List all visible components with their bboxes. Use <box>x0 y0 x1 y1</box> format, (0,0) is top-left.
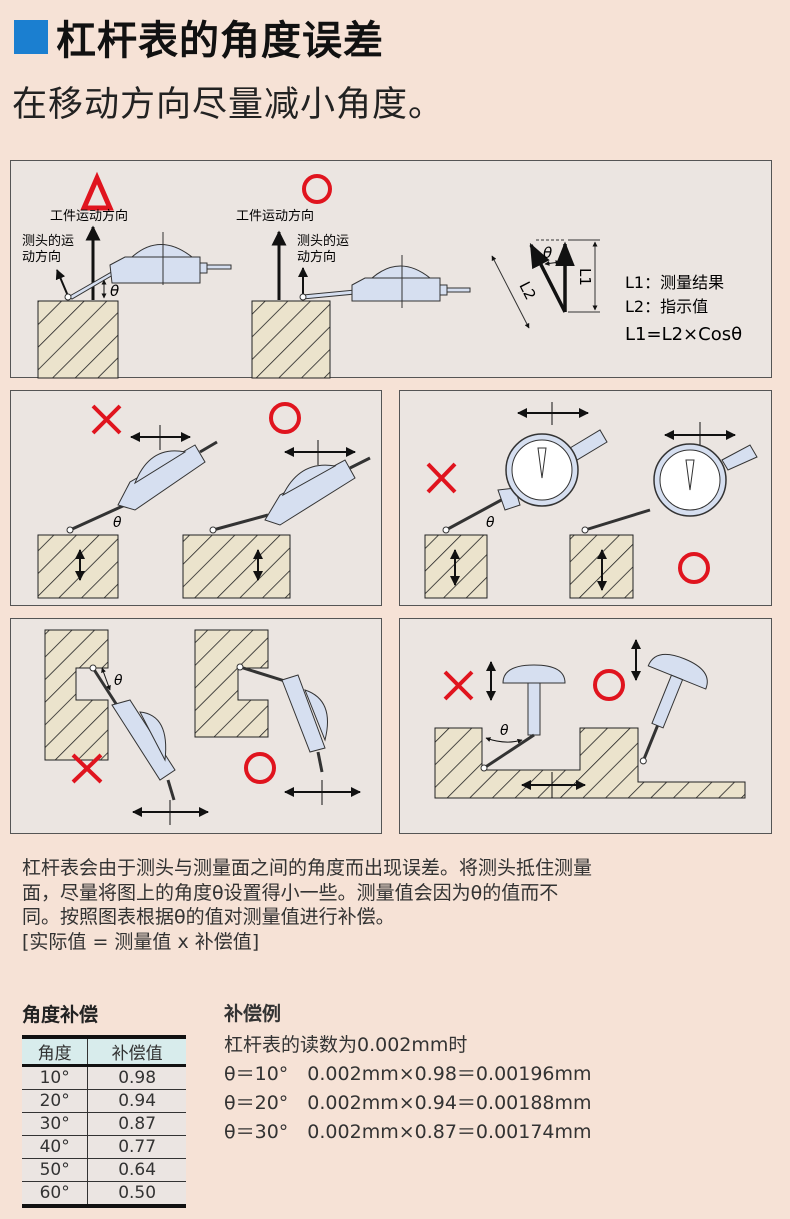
workpiece-direction-label: 工件运动方向 <box>236 208 314 224</box>
workpiece-block <box>44 629 109 761</box>
theta-label: θ <box>113 515 122 531</box>
description: 杠杆表会由于测头与测量面之间的角度而出现误差。将测头抵住测量 面，尽量将图上的角… <box>22 856 722 954</box>
table-title: 角度补偿 <box>22 1004 99 1026</box>
compensation-table: 角度 补偿值 10°0.98 20°0.94 30°0.87 40°0.77 5… <box>22 1035 186 1208</box>
circle-mark-icon <box>678 552 710 584</box>
cross-mark-icon <box>443 670 474 701</box>
panel-angle-comparison: 工件运动方向 测头的运 动方向 θ 工件运动方向 测头的运 动方向 <box>10 160 772 379</box>
description-line: [实际值 = 测量值 x 补偿值] <box>22 930 260 953</box>
lever-indicator <box>64 232 232 301</box>
probe-direction-label: 测头的运 <box>297 233 349 249</box>
value-cell: 0.50 <box>87 1181 186 1206</box>
lever-indicator <box>66 440 218 534</box>
probe-direction-label-2: 动方向 <box>297 249 336 265</box>
compensation-example: 补偿例 杠杆表的读数为0.002mm时 θ＝10° 0.002mm×0.98＝0… <box>224 1000 592 1147</box>
workpiece-block <box>37 300 119 379</box>
table-row: 40°0.77 <box>22 1135 186 1159</box>
column-header: 角度 <box>22 1037 88 1067</box>
probe-direction-label: 测头的运 <box>22 233 74 249</box>
plunger-indicator <box>480 664 566 772</box>
description-line: 同。按照图表根据θ的值对测量值进行补偿。 <box>22 906 395 928</box>
table-row: 10°0.98 <box>22 1065 186 1090</box>
table-row: 60°0.50 <box>22 1181 186 1206</box>
workpiece-block <box>434 727 746 799</box>
panel-groove-measurement: θ <box>10 618 382 834</box>
plunger-indicator <box>639 653 708 765</box>
legend-l1: L1：测量结果 <box>625 273 724 292</box>
title-square-icon <box>14 20 48 54</box>
angle-cell: 30° <box>22 1112 88 1136</box>
table-row: 50°0.64 <box>22 1158 186 1182</box>
diagrams: 工件运动方向 测头的运 动方向 θ 工件运动方向 测头的运 动方向 <box>10 160 772 834</box>
value-cell: 0.94 <box>87 1089 186 1113</box>
value-cell: 0.98 <box>87 1065 186 1090</box>
lever-indicator <box>299 255 471 308</box>
circle-mark-icon <box>269 402 301 434</box>
legend-l2: L2：指示值 <box>625 297 708 316</box>
table-row: 20°0.94 <box>22 1089 186 1113</box>
table-row: 30°0.87 <box>22 1112 186 1136</box>
cross-mark-icon <box>426 462 457 494</box>
title-text: 杠杆表的角度误差 <box>56 18 384 64</box>
workpiece-block <box>194 629 269 738</box>
panel-lever-orientation: θ <box>10 390 382 606</box>
value-cell: 0.77 <box>87 1135 186 1159</box>
dial-indicator <box>581 443 758 534</box>
lever-indicator <box>209 456 371 534</box>
workpiece-block <box>182 534 291 599</box>
page-subtitle: 在移动方向尽量减小角度。 <box>12 85 445 125</box>
workpiece-block <box>251 300 331 379</box>
value-cell: 0.87 <box>87 1112 186 1136</box>
formula: L1=L2×Cosθ <box>625 324 742 345</box>
theta-label: θ <box>110 282 119 300</box>
circle-mark-icon <box>593 669 625 701</box>
angle-cell: 50° <box>22 1158 88 1182</box>
cross-mark-icon <box>71 753 103 784</box>
description-line: 面，尽量将图上的角度θ设置得小一些。测量值会因为θ的值而不 <box>22 881 559 904</box>
dial-indicator <box>442 429 608 534</box>
workpiece-direction-label: 工件运动方向 <box>50 208 128 224</box>
page-title: 杠杆表的角度误差 <box>14 8 384 66</box>
example-line: θ＝20° 0.002mm×0.94＝0.00188mm <box>224 1092 592 1114</box>
column-header: 补偿值 <box>87 1037 186 1067</box>
example-line: θ＝10° 0.002mm×0.98＝0.00196mm <box>224 1063 592 1085</box>
angle-cell: 10° <box>22 1065 88 1090</box>
panel-dial-indicator: θ <box>399 390 772 606</box>
example-intro: 杠杆表的读数为0.002mm时 <box>224 1034 468 1056</box>
theta-label: θ <box>500 723 509 739</box>
panel-step-measurement: θ <box>399 618 772 834</box>
circle-mark-icon <box>244 752 276 784</box>
angle-cell: 40° <box>22 1135 88 1159</box>
theta-label: θ <box>486 515 495 531</box>
example-line: θ＝30° 0.002mm×0.87＝0.00174mm <box>224 1121 592 1143</box>
circle-mark-icon <box>302 174 332 204</box>
triangle-mark-icon <box>80 171 114 211</box>
cross-mark-icon <box>91 404 122 435</box>
angle-cell: 60° <box>22 1181 88 1206</box>
value-cell: 0.64 <box>87 1158 186 1182</box>
theta-label: θ <box>543 244 552 262</box>
example-title: 补偿例 <box>224 1003 282 1025</box>
l1-label: L1 <box>576 268 594 286</box>
angle-cell: 20° <box>22 1089 88 1113</box>
probe-direction-label-2: 动方向 <box>22 249 61 265</box>
description-line: 杠杆表会由于测头与测量面之间的角度而出现误差。将测头抵住测量 <box>22 857 593 879</box>
lever-indicator <box>236 663 328 773</box>
theta-label: θ <box>114 673 123 689</box>
workpiece-block <box>37 534 119 599</box>
